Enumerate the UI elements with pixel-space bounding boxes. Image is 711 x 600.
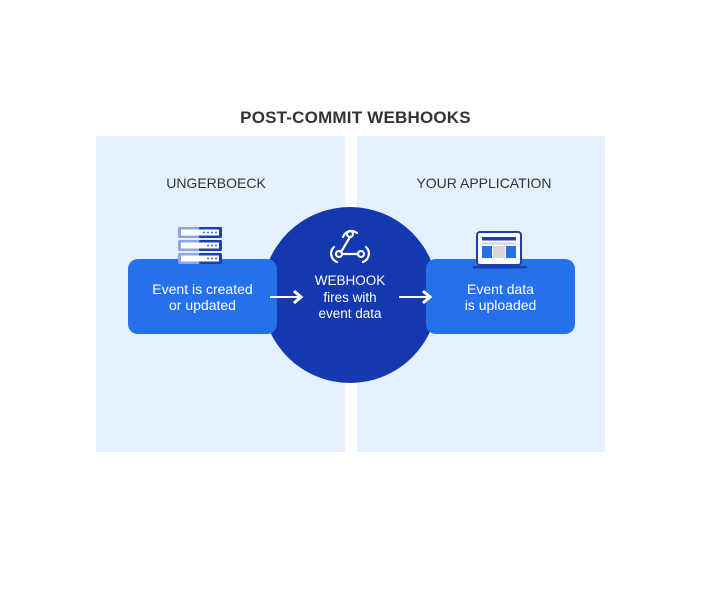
webhook-text-line: WEBHOOK	[314, 273, 386, 288]
diagram-title: POST-COMMIT WEBHOOKS	[240, 108, 471, 127]
step-box-event-uploaded: Event data is uploaded	[426, 259, 575, 334]
laptop-icon	[473, 231, 527, 269]
panel-label-ungerboeck: UNGERBOECK	[166, 175, 266, 191]
webhook-icon	[330, 229, 370, 264]
step-text-line: Event is created	[152, 280, 253, 297]
arrow-right-icon	[399, 289, 433, 305]
step-text-line: is uploaded	[464, 296, 537, 313]
webhook-text-line: event data	[318, 306, 382, 321]
server-icon	[178, 227, 222, 264]
webhook-text-line: fires with	[323, 289, 377, 305]
webhook-text: WEBHOOK fires with event data	[262, 273, 438, 323]
panel-label-your-application: YOUR APPLICATION	[416, 175, 552, 191]
step-text-line: or updated	[169, 296, 236, 313]
step-text-line: Event data	[467, 280, 534, 297]
arrow-right-icon	[270, 289, 304, 305]
step-box-event-created: Event is created or updated	[128, 259, 277, 334]
